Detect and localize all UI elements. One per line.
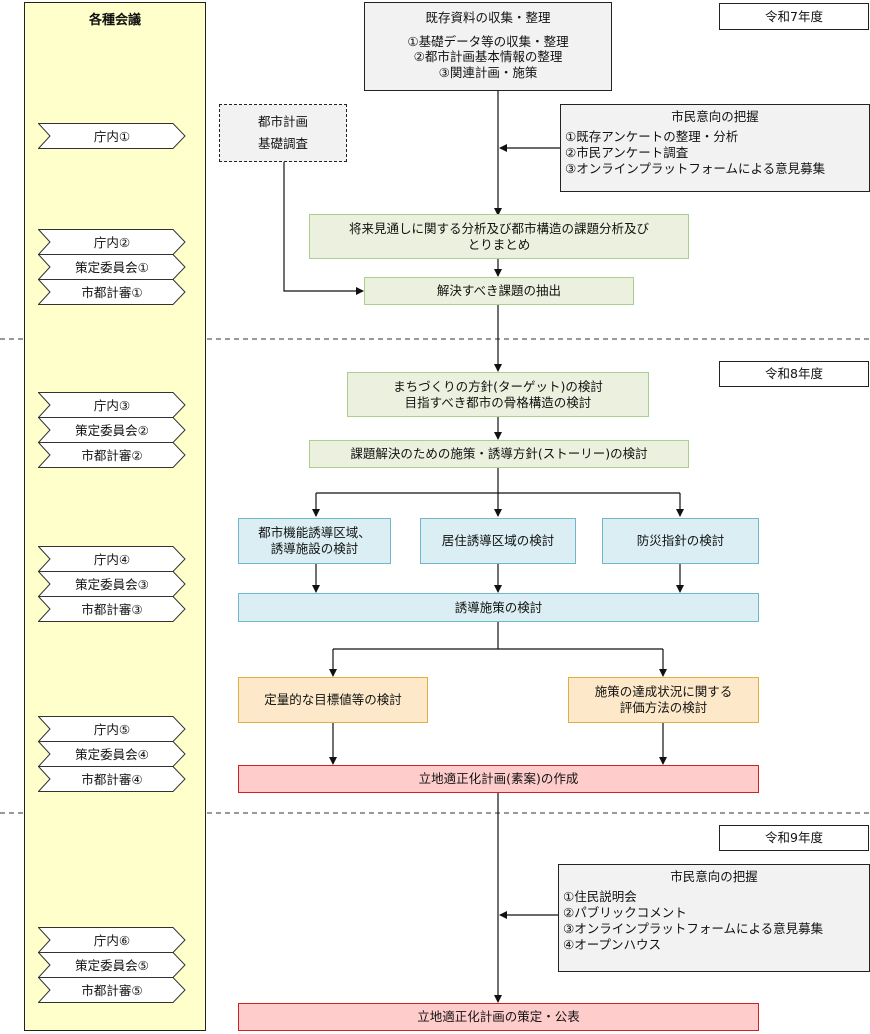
meeting-label: 庁内③ bbox=[93, 398, 131, 413]
final-box: 立地適正化計画の策定・公表 bbox=[238, 1003, 759, 1031]
analysis-box: 将来見通しに関する分析及び都市構造の課題分析及び とりまとめ bbox=[309, 214, 689, 259]
meeting-label: 策定委員会④ bbox=[75, 747, 149, 762]
citizen-opinion-box-1: 市民意向の把握 ①既存アンケートの整理・分析 ②市民アンケート調査 ③オンライン… bbox=[560, 104, 870, 192]
box-text: 居住誘導区域の検討 bbox=[441, 533, 555, 549]
induction-box: 誘導施策の検討 bbox=[238, 593, 759, 622]
meeting-label: 市都計審⑤ bbox=[81, 983, 143, 998]
meeting-chevron: 策定委員会⑤ bbox=[38, 952, 186, 978]
box-text: 都市機能誘導区域、 bbox=[258, 525, 371, 541]
meeting-label: 庁内⑤ bbox=[93, 722, 131, 737]
meeting-label: 市都計審① bbox=[81, 285, 143, 300]
box-text: 将来見通しに関する分析及び都市構造の課題分析及び bbox=[348, 220, 649, 236]
year-label-r7: 令和7年度 bbox=[719, 3, 869, 30]
urban-function-box: 都市機能誘導区域、 誘導施設の検討 bbox=[238, 518, 391, 564]
year-label-r9: 令和9年度 bbox=[719, 825, 869, 851]
box-text: 誘導施設の検討 bbox=[270, 541, 359, 556]
chevron-shape bbox=[38, 123, 186, 149]
box-item: ①基礎データ等の収集・整理 bbox=[407, 33, 569, 49]
meeting-label: 庁内④ bbox=[93, 552, 131, 567]
box-text: 立地適正化計画の策定・公表 bbox=[417, 1009, 580, 1025]
meeting-label: 策定委員会② bbox=[75, 423, 149, 438]
chevron-shape bbox=[38, 766, 186, 792]
box-text: 都市計画 bbox=[257, 114, 308, 130]
box-item: ③オンラインプラットフォームによる意見募集 bbox=[565, 161, 826, 177]
issues-box: 解決すべき課題の抽出 bbox=[364, 277, 634, 305]
box-text: 目指すべき都市の骨格構造の検討 bbox=[404, 394, 592, 410]
meeting-chevron: 庁内③ bbox=[38, 392, 186, 418]
meeting-label: 市都計審③ bbox=[81, 602, 143, 617]
chevron-shape bbox=[38, 442, 186, 468]
existing-materials-box: 既存資料の収集・整理 ①基礎データ等の収集・整理 ②都市計画基本情報の整理 ③関… bbox=[364, 2, 612, 91]
box-title: 市民意向の把握 bbox=[671, 109, 759, 124]
meeting-chevron: 庁内⑥ bbox=[38, 927, 186, 953]
box-title: 市民意向の把握 bbox=[670, 869, 758, 884]
meeting-chevron: 庁内① bbox=[38, 123, 186, 149]
year-label-r8: 令和8年度 bbox=[719, 361, 869, 387]
box-item: ②都市計画基本情報の整理 bbox=[413, 49, 563, 65]
box-item: ③関連計画・施策 bbox=[438, 64, 538, 80]
meeting-chevron: 市都計審② bbox=[38, 442, 186, 468]
year-text: 令和8年度 bbox=[765, 366, 823, 382]
meeting-chevron: 市都計審① bbox=[38, 279, 186, 305]
chevron-shape bbox=[38, 596, 186, 622]
chevron-shape bbox=[38, 279, 186, 305]
meeting-label: 庁内⑥ bbox=[93, 933, 131, 948]
box-item: ②市民アンケート調査 bbox=[565, 144, 689, 160]
meeting-chevron: 策定委員会④ bbox=[38, 741, 186, 767]
meeting-chevron: 市都計審③ bbox=[38, 596, 186, 622]
targets-box: 定量的な目標値等の検討 bbox=[238, 677, 428, 723]
policy-box: まちづくりの方針(ターゲット)の検討 目指すべき都市の骨格構造の検討 bbox=[347, 372, 649, 417]
meeting-chevron: 策定委員会② bbox=[38, 417, 186, 443]
box-text: 定量的な目標値等の検討 bbox=[264, 692, 402, 708]
meeting-label: 庁内① bbox=[93, 129, 131, 144]
basic-survey-box: 都市計画 基礎調査 bbox=[219, 104, 347, 162]
year-text: 令和7年度 bbox=[765, 8, 823, 24]
meeting-chevron: 市都計審④ bbox=[38, 766, 186, 792]
box-text: 防災指針の検討 bbox=[636, 533, 725, 549]
year-text: 令和9年度 bbox=[765, 830, 823, 846]
box-text: とりまとめ bbox=[467, 236, 531, 252]
box-text: 解決すべき課題の抽出 bbox=[436, 283, 562, 299]
meeting-label: 策定委員会③ bbox=[75, 577, 149, 592]
story-box: 課題解決のための施策・誘導方針(ストーリー)の検討 bbox=[309, 440, 689, 468]
box-text: 評価方法の検討 bbox=[619, 700, 708, 715]
meeting-chevron: 市都計審⑤ bbox=[38, 977, 186, 1003]
evaluation-box: 施策の達成状況に関する 評価方法の検討 bbox=[568, 677, 759, 723]
box-text: 課題解決のための施策・誘導方針(ストーリー)の検討 bbox=[350, 446, 648, 462]
disaster-box: 防災指針の検討 bbox=[602, 518, 759, 564]
box-item: ①住民説明会 bbox=[563, 888, 637, 904]
citizen-opinion-box-2: 市民意向の把握 ①住民説明会 ②パブリックコメント ③オンラインプラットフォーム… bbox=[558, 864, 870, 972]
meeting-chevron: 策定委員会① bbox=[38, 254, 186, 280]
box-text: 施策の達成状況に関する bbox=[594, 684, 733, 700]
meeting-label: 庁内② bbox=[93, 235, 131, 250]
arrow bbox=[283, 162, 364, 295]
meetings-title: 各種会議 bbox=[88, 13, 141, 28]
box-text: 基礎調査 bbox=[257, 136, 308, 151]
chevron-shape bbox=[38, 977, 186, 1003]
draft-box: 立地適正化計画(素案)の作成 bbox=[238, 765, 759, 793]
meeting-chevron: 庁内⑤ bbox=[38, 716, 186, 742]
box-item: ②パブリックコメント bbox=[563, 904, 687, 920]
meeting-label: 策定委員会⑤ bbox=[75, 958, 149, 973]
meeting-label: 策定委員会① bbox=[75, 260, 149, 275]
meetings-column: 各種会議 bbox=[24, 2, 206, 1031]
box-text: 立地適正化計画(素案)の作成 bbox=[418, 771, 579, 787]
meeting-chevron: 庁内④ bbox=[38, 546, 186, 572]
box-text: 誘導施策の検討 bbox=[454, 599, 543, 615]
meeting-chevron: 庁内② bbox=[38, 229, 186, 255]
box-title: 既存資料の収集・整理 bbox=[425, 10, 551, 25]
meeting-label: 市都計審④ bbox=[81, 772, 143, 787]
residential-box: 居住誘導区域の検討 bbox=[420, 518, 576, 564]
box-item: ③オンラインプラットフォームによる意見募集 bbox=[563, 921, 824, 937]
meeting-label: 市都計審② bbox=[81, 448, 143, 463]
box-item: ①既存アンケートの整理・分析 bbox=[565, 128, 739, 144]
box-item: ④オープンハウス bbox=[563, 937, 661, 953]
meeting-chevron: 策定委員会③ bbox=[38, 571, 186, 597]
box-text: まちづくりの方針(ターゲット)の検討 bbox=[393, 378, 603, 394]
